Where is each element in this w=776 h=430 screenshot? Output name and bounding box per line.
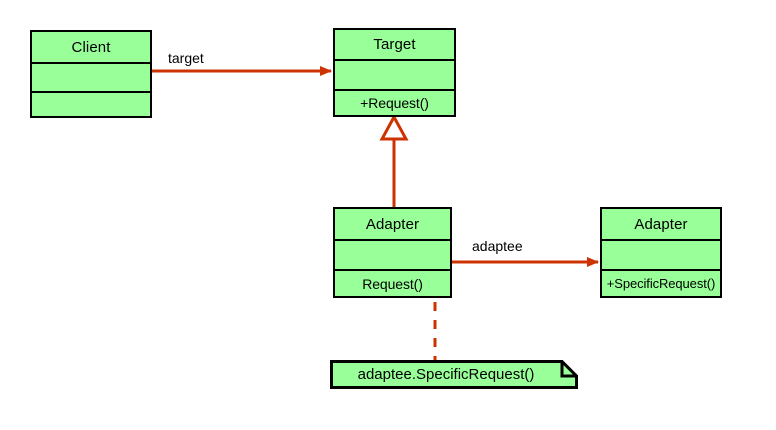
note-shape-icon (330, 360, 578, 389)
generalization-triangle-icon (379, 113, 409, 141)
relation-label-adaptee: adaptee (472, 238, 523, 254)
class-operations-target: +Request() (360, 95, 429, 111)
class-box-client[interactable]: Client (30, 30, 152, 118)
class-operations-client (32, 93, 150, 116)
class-attributes-client (32, 64, 150, 93)
class-name-adaptee: Adapter (602, 209, 720, 241)
class-attributes-adaptee (602, 241, 720, 271)
class-attributes-target (335, 61, 454, 91)
relation-label-target: target (168, 50, 204, 66)
class-attributes-adapter (335, 241, 450, 271)
class-box-adaptee[interactable]: Adapter +SpecificRequest() (600, 207, 722, 298)
class-operations-adapter: Request() (362, 275, 423, 292)
note-text: adaptee.SpecificRequest() (357, 366, 535, 383)
class-operations-adaptee: +SpecificRequest() (606, 276, 716, 291)
class-box-adapter[interactable]: Adapter Request() (333, 207, 452, 298)
note-box-adaptee-call[interactable]: adaptee.SpecificRequest() (330, 360, 578, 389)
class-name-adapter: Adapter (335, 209, 450, 241)
class-name-target: Target (335, 30, 454, 61)
class-name-client: Client (32, 32, 150, 64)
class-box-target[interactable]: Target +Request() (333, 28, 456, 117)
